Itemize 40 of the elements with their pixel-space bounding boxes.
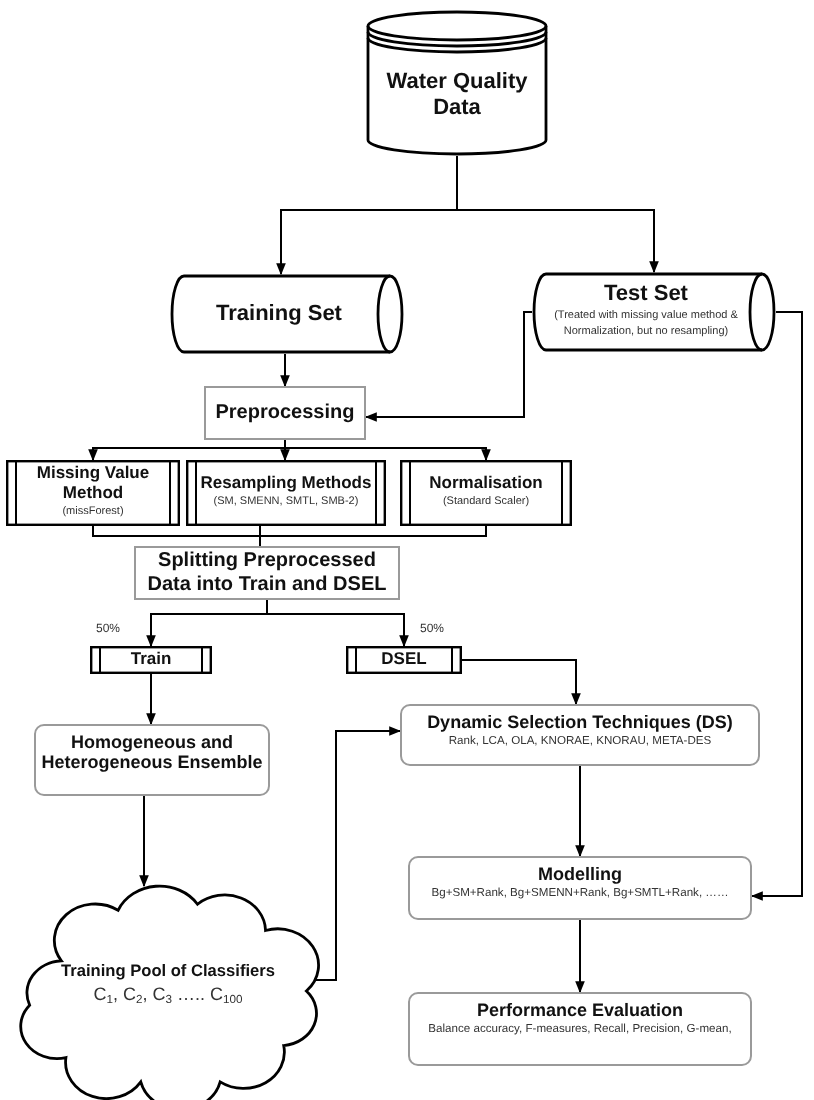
process-box xyxy=(204,386,366,440)
arrow xyxy=(364,311,533,422)
node-title: Training Set xyxy=(216,301,342,327)
arrow xyxy=(575,919,585,994)
node-title: Train xyxy=(130,650,172,670)
rounded-box xyxy=(408,856,752,920)
node-title: Homogeneous and Heterogeneous Ensemble xyxy=(39,732,265,774)
storage-cylinder xyxy=(170,274,404,354)
node-title: Resampling Methods xyxy=(200,474,372,495)
process-box xyxy=(134,546,400,600)
node-title: Performance Evaluation xyxy=(476,1000,684,1021)
rounded-box xyxy=(408,992,752,1066)
node-title: Dynamic Selection Techniques (DS) xyxy=(427,712,733,733)
database-cylinder xyxy=(366,10,548,156)
storage-cylinder xyxy=(532,272,776,352)
subroutine-box xyxy=(346,646,462,674)
arrow xyxy=(315,726,402,981)
arrow xyxy=(750,311,803,901)
arrow xyxy=(456,155,659,274)
node-title: Water Quality Data xyxy=(384,69,530,121)
node-title: Modelling xyxy=(538,864,622,885)
subroutine-box xyxy=(400,460,572,526)
node-title: Preprocessing xyxy=(215,401,355,425)
rounded-box xyxy=(34,724,270,796)
node-title: Normalisation xyxy=(429,474,543,495)
node-title: Missing Value Method xyxy=(34,464,152,504)
arrow xyxy=(139,795,149,888)
node-title: Test Set xyxy=(604,282,688,309)
arrow xyxy=(280,353,290,388)
rounded-box xyxy=(400,704,760,766)
subroutine-box xyxy=(90,646,212,674)
arrow xyxy=(461,659,581,706)
node-title: Splitting Preprocessed Data into Train and DSEL xyxy=(145,550,389,596)
arrow xyxy=(266,599,409,648)
connector-line xyxy=(259,525,487,547)
node-title: DSEL xyxy=(381,650,427,670)
subroutine-box xyxy=(186,460,386,526)
subroutine-box xyxy=(6,460,180,526)
arrow xyxy=(575,765,585,858)
arrow xyxy=(146,673,156,726)
